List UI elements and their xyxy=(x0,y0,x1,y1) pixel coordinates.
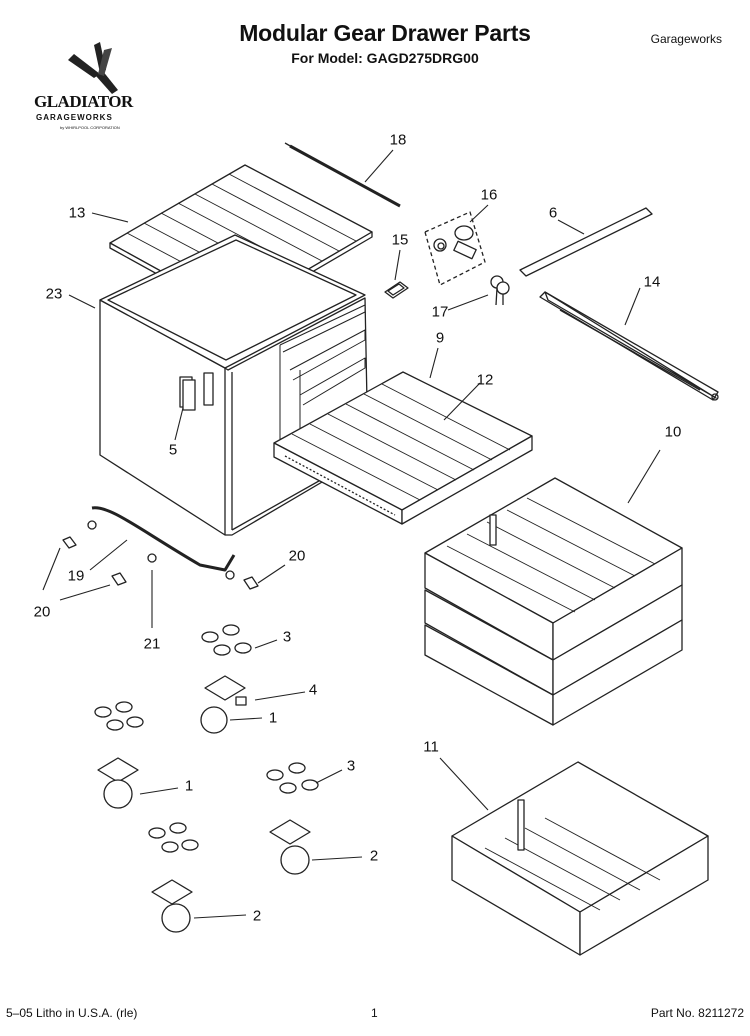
callout-1-upper: 1 xyxy=(268,709,278,727)
callout-16: 16 xyxy=(480,186,498,204)
caster-assembly-lower xyxy=(148,822,199,933)
callout-11: 11 xyxy=(423,738,439,756)
part-14-slide-rail xyxy=(539,291,719,401)
callout-10: 10 xyxy=(664,423,682,441)
caster-assembly-left xyxy=(94,701,144,809)
gladiator-logo: GLADIATOR GARAGEWORKS by WHIRLPOOL CORPO… xyxy=(34,40,149,135)
callout-12: 12 xyxy=(476,371,494,389)
callout-20-right: 20 xyxy=(288,547,306,565)
logo-tiny: by WHIRLPOOL CORPORATION xyxy=(60,125,120,130)
callout-6: 6 xyxy=(548,204,558,222)
part-10-drawer-stack xyxy=(424,477,683,726)
part-9-drawer-tray xyxy=(273,371,533,525)
logo-word: GLADIATOR xyxy=(34,92,133,111)
part-11-open-drawer xyxy=(451,761,709,956)
part-19-bar xyxy=(91,506,236,572)
logo-sub: GARAGEWORKS xyxy=(36,113,113,122)
callout-20-left: 20 xyxy=(33,603,51,621)
logo-emblem-icon xyxy=(68,42,118,94)
footer-page-number: 1 xyxy=(371,1006,378,1020)
footer-litho: 5–05 Litho in U.S.A. (rle) xyxy=(6,1006,138,1020)
part-16-lock-kit xyxy=(424,211,486,286)
callout-13: 13 xyxy=(68,204,86,222)
brand-label: Garageworks xyxy=(650,32,722,46)
part-6-bar xyxy=(519,207,653,277)
callout-17: 17 xyxy=(431,303,449,321)
callout-2-lower: 2 xyxy=(252,907,262,925)
caster-assembly-right xyxy=(266,762,319,875)
leader-lines xyxy=(42,149,661,919)
callout-15: 15 xyxy=(391,231,409,249)
callout-2-right: 2 xyxy=(369,847,379,865)
callout-1-lower: 1 xyxy=(184,777,194,795)
model-subtitle: For Model: GAGD275DRG00 xyxy=(291,50,479,66)
caster-assembly-upper xyxy=(200,624,252,734)
callout-4: 4 xyxy=(308,681,318,699)
callout-3-upper: 3 xyxy=(282,628,292,646)
callout-9: 9 xyxy=(435,329,445,347)
callout-21: 21 xyxy=(143,635,161,653)
callout-23: 23 xyxy=(45,285,63,303)
callout-5: 5 xyxy=(168,441,178,459)
part-15-plate xyxy=(384,281,409,299)
callout-18: 18 xyxy=(389,131,407,149)
part-18-rod xyxy=(284,142,401,208)
fastener-group-lower-left xyxy=(62,520,259,590)
page-title: Modular Gear Drawer Parts xyxy=(239,20,531,46)
footer-part-number: Part No. 8211272 xyxy=(650,1006,744,1020)
callout-14: 14 xyxy=(643,273,661,291)
callout-19: 19 xyxy=(67,567,85,585)
part-23-cabinet xyxy=(99,234,369,536)
callout-3-lower: 3 xyxy=(346,757,356,775)
part-17-keys xyxy=(490,275,510,306)
